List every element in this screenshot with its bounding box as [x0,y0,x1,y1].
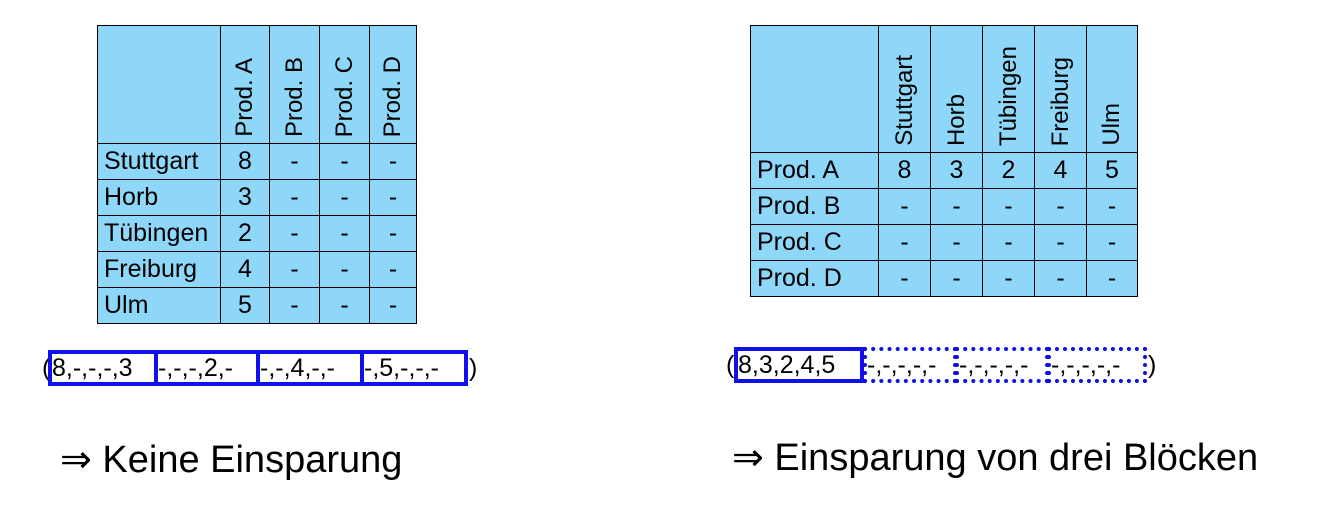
table-cell: 3 [220,179,270,216]
table-cell: - [1086,188,1138,225]
table-cell: - [930,188,983,225]
row-label: Ulm [97,287,221,324]
row-label: Horb [97,179,221,216]
table-cell: - [369,179,417,216]
table-cell: - [878,224,931,261]
left-header-row: Prod. A Prod. B Prod. C Prod. D [97,25,417,144]
row-label: Prod. C [750,224,879,261]
tuple-open-paren: ( [42,354,51,382]
table-cell: - [369,215,417,252]
right-col-label: Horb [942,93,970,146]
right-col-label: Ulm [1098,103,1125,146]
row-label: Freiburg [97,251,221,288]
table-cell: - [269,143,320,180]
tuple-close-paren: ) [1148,351,1157,379]
table-row: Ulm 5 - - - [97,287,417,324]
table-cell: - [319,179,370,216]
table-cell: - [319,287,370,324]
table-cell: - [930,224,983,261]
left-col-label: Prod. A [231,58,258,137]
table-cell: - [269,215,320,252]
left-col-label: Prod. D [379,55,406,137]
table-cell: - [1034,260,1087,297]
left-conclusion: ⇒ Keine Einsparung [60,439,403,481]
table-cell: 4 [220,251,270,288]
storage-block-saved: -,-,-,-,- [1047,347,1147,383]
table-row: Freiburg 4 - - - [97,251,417,288]
right-col-header: Ulm [1086,25,1138,153]
right-col-header: Horb [930,25,983,153]
table-cell: - [930,260,983,297]
left-tuple: ( 8,-,-,-,3 -,-,-,2,- -,-,4,-,- -,5,-,-,… [42,350,482,386]
row-label: Tübingen [97,215,221,252]
table-row: Prod. C - - - - - [750,224,1138,261]
right-col-header: Freiburg [1034,25,1087,153]
table-row: Prod. D - - - - - [750,260,1138,297]
table-cell: - [369,143,417,180]
storage-block: -,-,-,2,- [154,350,260,386]
row-label: Prod. A [750,152,879,189]
table-row: Horb 3 - - - [97,179,417,216]
table-row: Stuttgart 8 - - - [97,143,417,180]
storage-block: 8,3,2,4,5 [734,347,864,383]
right-header-row: Stuttgart Horb Tübingen Freiburg Ulm [750,25,1138,153]
table-cell: - [878,260,931,297]
table-cell: - [269,251,320,288]
row-label: Stuttgart [97,143,221,180]
table-cell: - [878,188,931,225]
right-conclusion: ⇒ Einsparung von drei Blöcken [732,437,1259,479]
table-cell: - [319,251,370,288]
table-cell: 2 [982,152,1035,189]
table-cell: - [369,251,417,288]
storage-block: 8,-,-,-,3 [48,350,158,386]
storage-block: -,5,-,-,- [360,350,468,386]
row-label: Prod. B [750,188,879,225]
right-col-header: Tübingen [982,25,1035,153]
storage-block-saved: -,-,-,-,- [955,347,1049,383]
right-tuple: ( 8,3,2,4,5 -,-,-,-,- -,-,-,-,- -,-,-,-,… [726,347,1166,383]
right-matrix-table: Stuttgart Horb Tübingen Freiburg Ulm Pro… [750,25,1138,297]
table-cell: - [1086,224,1138,261]
left-col-label: Prod. B [280,56,308,137]
table-row: Tübingen 2 - - - [97,215,417,252]
table-cell: - [319,215,370,252]
left-col-header: Prod. A [220,25,270,144]
left-col-header: Prod. C [319,25,370,144]
right-col-header: Stuttgart [878,25,931,153]
left-col-header: Prod. B [269,25,320,144]
tuple-close-paren: ) [469,354,478,382]
table-cell: 5 [1086,152,1138,189]
left-col-label: Prod. C [330,55,358,137]
table-cell: - [269,287,320,324]
table-cell: 2 [220,215,270,252]
right-col-label: Stuttgart [890,55,918,146]
table-cell: 5 [220,287,270,324]
table-cell: - [982,224,1035,261]
table-cell: - [1034,224,1087,261]
table-cell: 8 [878,152,931,189]
table-row: Prod. A 8 3 2 4 5 [750,152,1138,189]
storage-block-saved: -,-,-,-,- [863,347,957,383]
table-cell: - [319,143,370,180]
table-row: Prod. B - - - - - [750,188,1138,225]
left-matrix-table: Prod. A Prod. B Prod. C Prod. D Stuttgar… [97,25,417,324]
left-col-header: Prod. D [369,25,417,144]
right-corner-cell [750,25,879,153]
tuple-open-paren: ( [726,351,735,379]
storage-block: -,-,4,-,- [256,350,364,386]
table-cell: - [1034,188,1087,225]
left-corner-cell [97,25,221,144]
table-cell: 8 [220,143,270,180]
right-col-label: Freiburg [1046,56,1074,146]
table-cell: 4 [1034,152,1087,189]
table-cell: - [369,287,417,324]
table-cell: 3 [930,152,983,189]
row-label: Prod. D [750,260,879,297]
table-cell: - [982,188,1035,225]
right-col-label: Tübingen [994,45,1022,146]
table-cell: - [982,260,1035,297]
table-cell: - [1086,260,1138,297]
table-cell: - [269,179,320,216]
